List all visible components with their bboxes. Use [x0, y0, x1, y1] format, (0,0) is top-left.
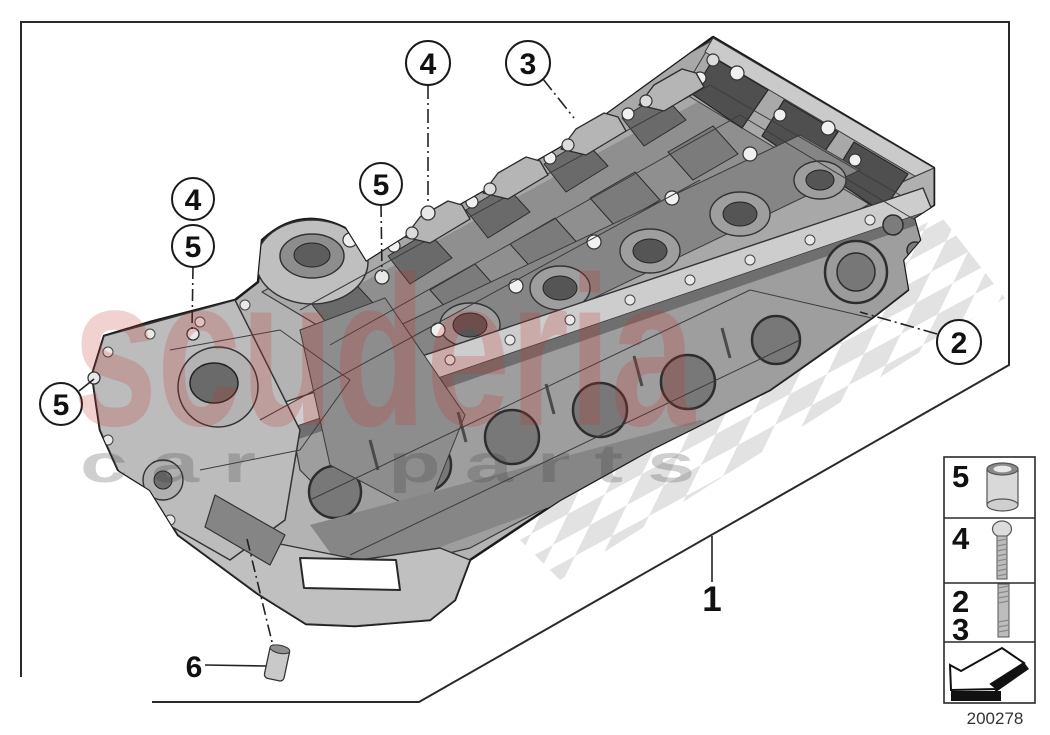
svg-text:4: 4 — [420, 48, 437, 81]
svg-text:3: 3 — [952, 612, 969, 647]
svg-text:2: 2 — [952, 584, 969, 619]
svg-text:2: 2 — [951, 327, 968, 360]
svg-text:scuderia: scuderia — [73, 233, 696, 471]
svg-text:5: 5 — [373, 169, 390, 202]
svg-text:200278: 200278 — [967, 709, 1024, 728]
svg-text:p a r t s: p a r t s — [388, 434, 695, 494]
svg-text:c a r: c a r — [80, 434, 256, 494]
svg-text:6: 6 — [186, 651, 203, 684]
svg-text:4: 4 — [185, 184, 202, 217]
svg-text:5: 5 — [952, 459, 969, 494]
svg-text:4: 4 — [952, 521, 970, 556]
svg-text:5: 5 — [53, 389, 70, 422]
svg-text:3: 3 — [520, 48, 537, 81]
svg-text:5: 5 — [185, 231, 202, 264]
svg-text:1: 1 — [702, 580, 721, 619]
